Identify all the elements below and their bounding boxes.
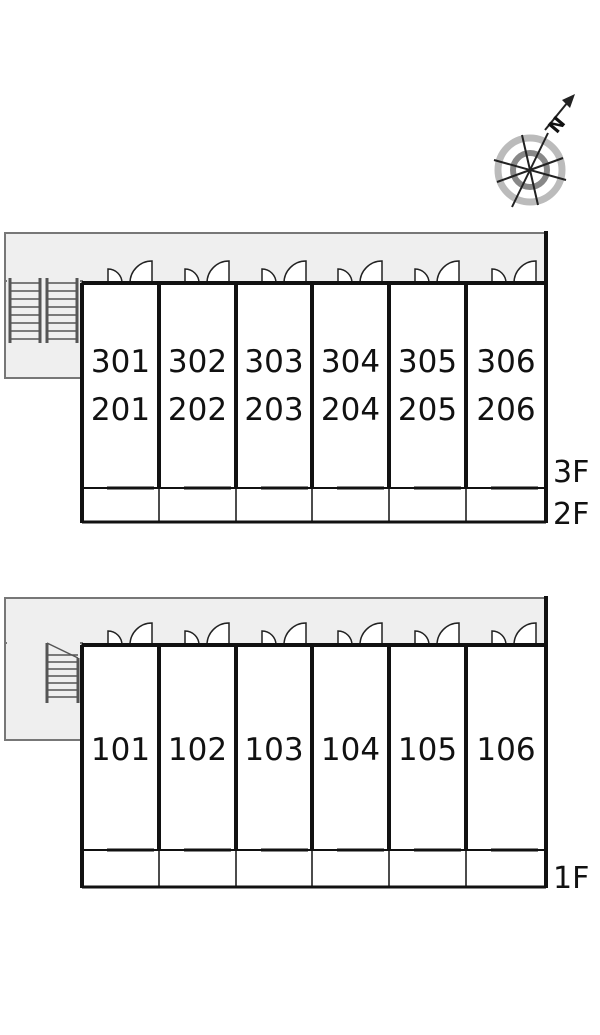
unit-label: 202 — [168, 392, 227, 428]
unit-doors — [491, 260, 537, 284]
unit-label: 306 — [476, 344, 535, 380]
unit-label: 102 — [168, 732, 227, 768]
unit-label: 304 — [321, 344, 380, 380]
north-arrow-compass-icon: N — [493, 94, 575, 208]
corridor — [4, 597, 547, 646]
unit-label: 305 — [398, 344, 457, 380]
unit-doors — [261, 622, 307, 646]
unit-doors — [414, 622, 460, 646]
unit-label: 205 — [398, 392, 457, 428]
floor-label: 2F — [553, 497, 589, 532]
unit-label: 104 — [321, 732, 380, 768]
unit-doors — [184, 622, 230, 646]
unit-doors — [414, 260, 460, 284]
lower-block-1f: 101 102 103 104 105 106 1F — [4, 596, 589, 896]
unit-doors — [337, 622, 383, 646]
unit-doors — [491, 622, 537, 646]
unit-label: 302 — [168, 344, 227, 380]
unit-label: 303 — [244, 344, 303, 380]
unit-label: 201 — [91, 392, 150, 428]
unit-label: 204 — [321, 392, 380, 428]
upper-block-2f-3f: 301 201 302 202 303 203 304 204 305 205 306 206 3F 2F — [4, 231, 589, 532]
unit-label: 206 — [476, 392, 535, 428]
unit-doors — [184, 260, 230, 284]
staircase-icon — [45, 642, 80, 703]
unit-doors — [107, 260, 153, 284]
unit-doors — [107, 622, 153, 646]
unit-doors — [261, 260, 307, 284]
unit-doors — [337, 260, 383, 284]
unit-label: 101 — [91, 732, 150, 768]
unit-label: 103 — [244, 732, 303, 768]
unit-label: 203 — [244, 392, 303, 428]
unit-label: 105 — [398, 732, 457, 768]
corridor — [4, 232, 547, 284]
floor-label: 1F — [553, 861, 589, 896]
unit-label: 301 — [91, 344, 150, 380]
floor-label: 3F — [553, 455, 589, 490]
unit-label: 106 — [476, 732, 535, 768]
staircase-icon — [8, 278, 79, 343]
